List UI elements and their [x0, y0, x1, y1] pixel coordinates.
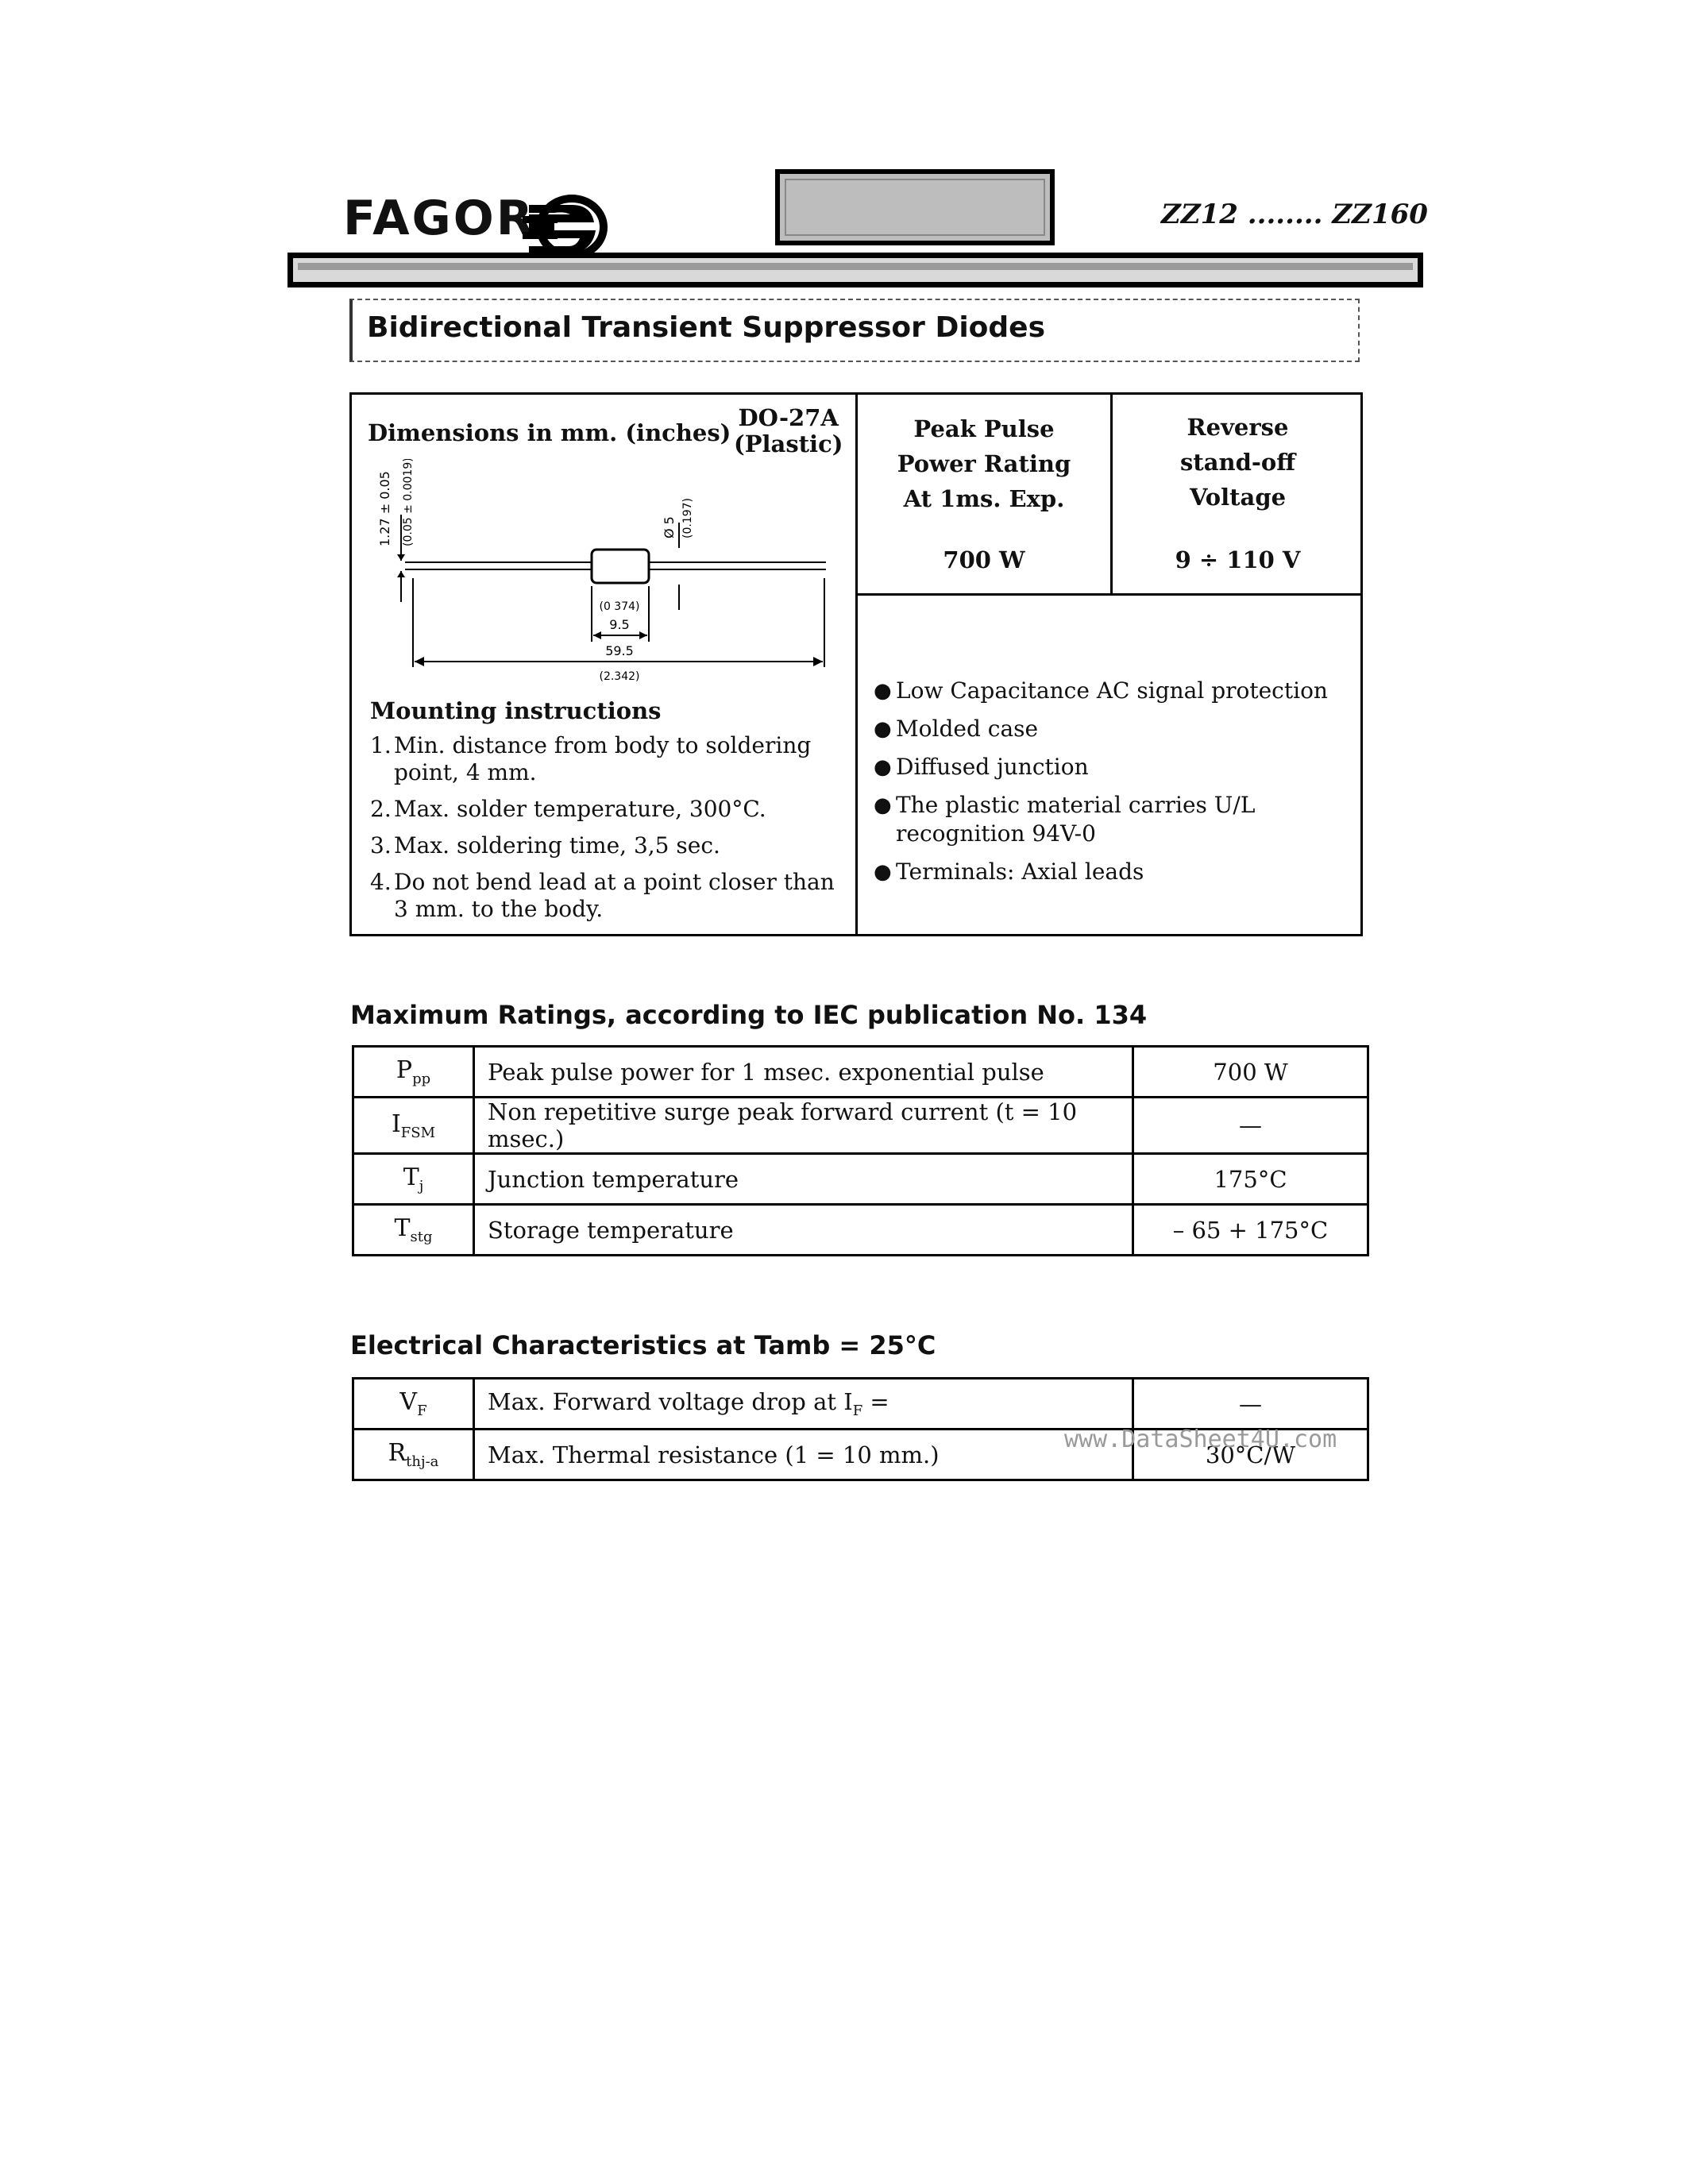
body-diameter-label: Ø 5: [662, 516, 677, 538]
lead-diameter-label: 1.27 ± 0.05: [377, 471, 392, 546]
list-item: 2.Max. solder temperature, 300°C.: [370, 796, 766, 822]
bullet-icon: ●: [874, 679, 892, 703]
brand-logo-text: FAGOR: [343, 191, 535, 246]
electrical-table: VF Max. Forward voltage drop at IF = — R…: [352, 1377, 1369, 1481]
header-bar: [287, 253, 1423, 287]
table-row: Tj Junction temperature 175°C: [352, 1152, 1369, 1206]
bullet-icon: ●: [874, 860, 892, 884]
bullet-icon: ●: [874, 717, 892, 741]
dimensions-title: Dimensions in mm. (inches): [368, 419, 731, 446]
mounting-instructions: 1.Min. distance from body to soldering p…: [370, 732, 847, 932]
table-row: Rthj-a Max. Thermal resistance (1 = 10 m…: [352, 1428, 1369, 1481]
list-item: ●Molded case: [874, 716, 1039, 742]
divider: [1110, 392, 1113, 594]
lead-diameter-inch-label: (0.05 ± 0.0019): [402, 459, 415, 546]
document-title: Bidirectional Transient Suppressor Diode…: [367, 311, 1046, 344]
reverse-voltage-header: Reverse stand-off Voltage: [1179, 414, 1296, 511]
total-length-label: 59.5: [605, 643, 634, 658]
body-length-label: 9.5: [609, 617, 629, 632]
package-name: DO-27A (Plastic): [734, 404, 843, 458]
reverse-voltage-value: 9 ÷ 110 V: [1175, 546, 1301, 573]
divider: [855, 593, 1363, 596]
watermark: www.DataSheet4U.com: [1064, 1426, 1337, 1453]
bullet-icon: ●: [874, 755, 892, 779]
fagor-logo-mark-icon: [523, 195, 608, 258]
peak-pulse-header: Peak Pulse Power Rating At 1ms. Exp.: [897, 415, 1071, 512]
divider: [855, 392, 858, 936]
body-length-inch-label: (0 374): [599, 600, 639, 613]
table-row: IFSM Non repetitive surge peak forward c…: [352, 1096, 1369, 1155]
list-item: ●The plastic material carries U/L recogn…: [874, 792, 1256, 847]
title-frame: [349, 299, 1360, 362]
list-item: ●Low Capacitance AC signal protection: [874, 677, 1328, 704]
package-dimension-drawing: 1.27 ± 0.05 (0.05 ± 0.0019) Ø 5 (0.197) …: [377, 459, 826, 683]
total-length-inch-label: (2.342): [599, 670, 639, 683]
list-item: ●Terminals: Axial leads: [874, 859, 1144, 885]
body-diameter-inch-label: (0.197): [681, 498, 694, 538]
list-item: 3.Max. soldering time, 3,5 sec.: [370, 832, 720, 859]
bullet-icon: ●: [874, 793, 892, 817]
list-item: 4.Do not bend lead at a point closer tha…: [370, 869, 835, 922]
list-item: ●Diffused junction: [874, 754, 1089, 780]
peak-pulse-value: 700 W: [943, 546, 1025, 573]
feature-list: ●Low Capacitance AC signal protection ●M…: [874, 677, 1350, 896]
max-ratings-title: Maximum Ratings, according to IEC public…: [350, 1000, 1148, 1030]
max-ratings-table: Ppp Peak pulse power for 1 msec. exponen…: [352, 1045, 1369, 1256]
electrical-title: Electrical Characteristics at Tamb = 25°…: [350, 1330, 936, 1360]
table-row: VF Max. Forward voltage drop at IF = —: [352, 1377, 1369, 1430]
list-item: 1.Min. distance from body to soldering p…: [370, 732, 812, 785]
table-row: Ppp Peak pulse power for 1 msec. exponen…: [352, 1045, 1369, 1098]
part-range: ZZ12 ........ ZZ160: [1161, 199, 1428, 230]
header-gray-box: [775, 169, 1055, 245]
table-row: Tstg Storage temperature – 65 + 175°C: [352, 1203, 1369, 1256]
mounting-title: Mounting instructions: [370, 697, 662, 724]
